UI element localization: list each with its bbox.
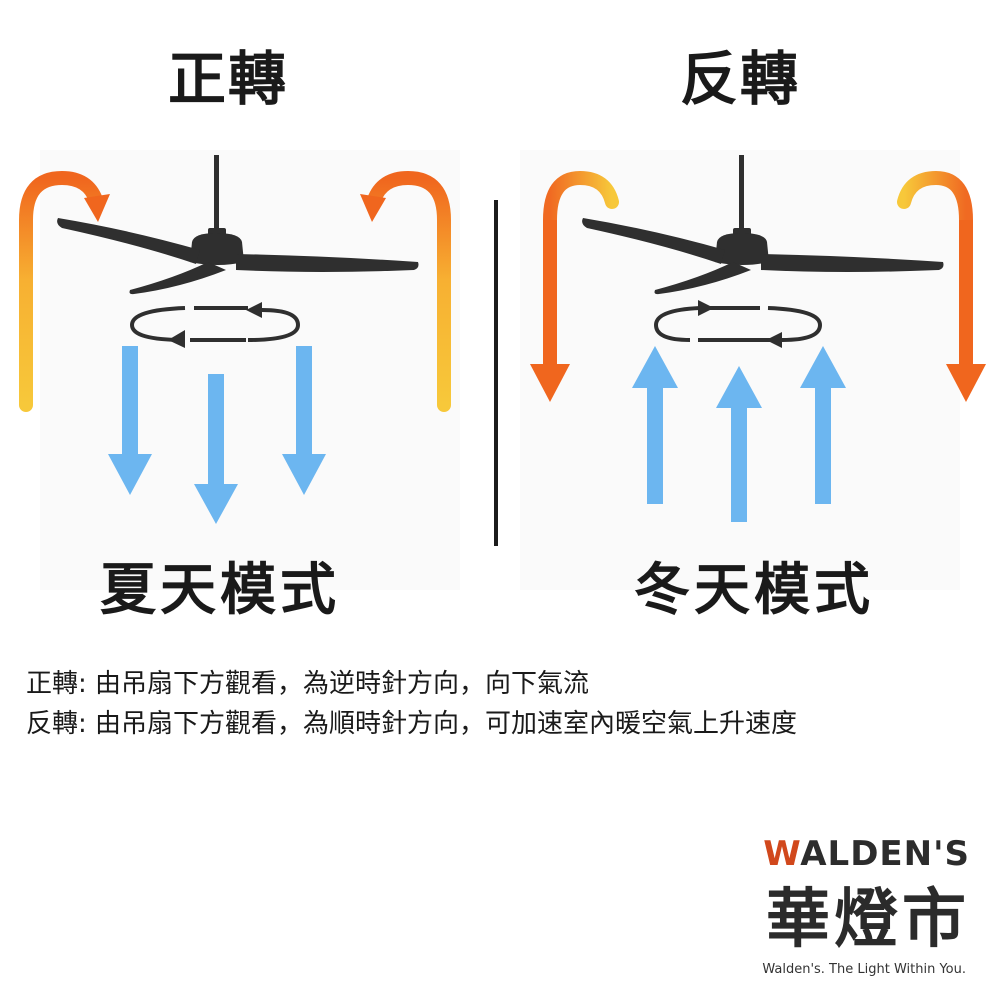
warm-air-arrow-right-icon	[897, 170, 986, 402]
forward-heading: 正轉	[167, 45, 288, 113]
forward-diagram	[19, 155, 451, 524]
rotation-arrow-icon	[653, 306, 823, 342]
rotation-arrow-icon	[129, 306, 301, 342]
brand-logo-en-initial: W	[763, 834, 801, 874]
airflow-arrow-icon	[632, 346, 846, 522]
airflow-arrow-icon	[108, 346, 326, 524]
warm-air-arrow-left-icon	[19, 170, 110, 412]
summer-mode-label: 夏天模式	[100, 558, 340, 623]
reverse-description: 反轉: 由吊扇下方觀看，為順時針方向，可加速室內暖空氣上升速度	[26, 709, 798, 739]
reverse-diagram	[530, 155, 986, 522]
brand-tagline: Walden's. The Light Within You.	[762, 962, 966, 977]
reverse-heading: 反轉	[679, 45, 800, 113]
warm-air-arrow-left-icon	[530, 170, 619, 402]
diagram-divider	[494, 200, 498, 546]
warm-air-arrow-right-icon	[360, 170, 451, 412]
brand-logo-cn: 華燈市	[766, 883, 970, 957]
winter-mode-label: 冬天模式	[634, 558, 874, 623]
forward-description: 正轉: 由吊扇下方觀看，為逆時針方向，向下氣流	[26, 669, 590, 699]
brand-logo-en-rest: ALDEN'S	[800, 834, 970, 874]
forward-panel	[40, 150, 460, 590]
ceiling-fan-icon	[582, 155, 944, 295]
brand-logo-en: WALDEN'S	[730, 832, 970, 876]
ceiling-fan-icon	[57, 155, 419, 295]
